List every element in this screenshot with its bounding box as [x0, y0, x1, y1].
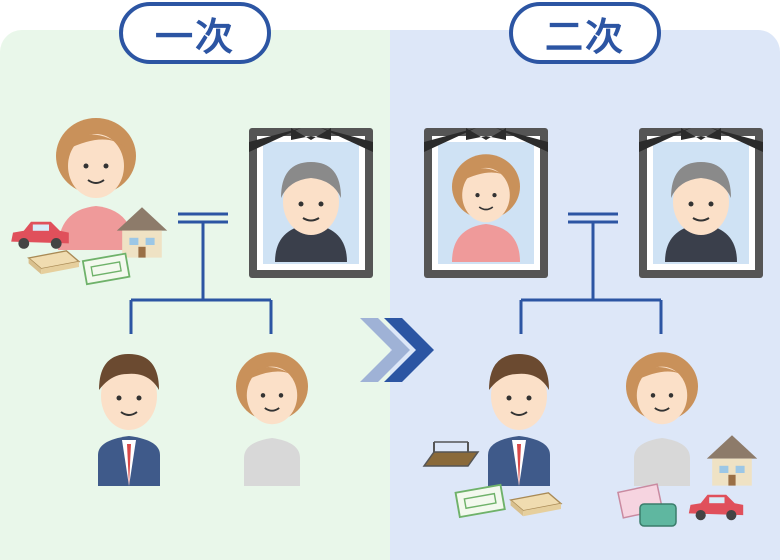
- first-inheritance-panel: [0, 30, 390, 560]
- marriage-line-right: [519, 212, 663, 334]
- car-icon: [11, 221, 69, 249]
- stock-certificate-icon: [81, 252, 131, 286]
- stock-certificate-icon: [454, 483, 506, 519]
- daughter-figure-right: [625, 351, 699, 486]
- first-inheritance-title: 一次: [119, 2, 271, 64]
- marriage-line-left: [129, 212, 273, 334]
- mother-memorial-frame: [424, 128, 548, 278]
- money-icon: [509, 492, 562, 517]
- transition-arrow: [360, 318, 434, 382]
- son-figure-right: [488, 353, 550, 486]
- father-memorial-frame-right: [639, 128, 763, 278]
- daughter-inherited-assets: [617, 435, 758, 527]
- daughter-figure-left: [235, 351, 309, 486]
- second-inheritance-title: 二次: [509, 2, 661, 64]
- car-icon: [688, 494, 744, 521]
- son-figure-left: [98, 353, 160, 486]
- house-icon: [706, 435, 758, 486]
- mother-figure: [55, 117, 137, 250]
- money-icon: [27, 250, 80, 275]
- father-memorial-frame: [249, 128, 373, 278]
- land-icon: [422, 441, 480, 467]
- house-icon: [116, 207, 168, 258]
- son-inherited-assets: [422, 441, 562, 519]
- wallet-icon: [639, 503, 677, 527]
